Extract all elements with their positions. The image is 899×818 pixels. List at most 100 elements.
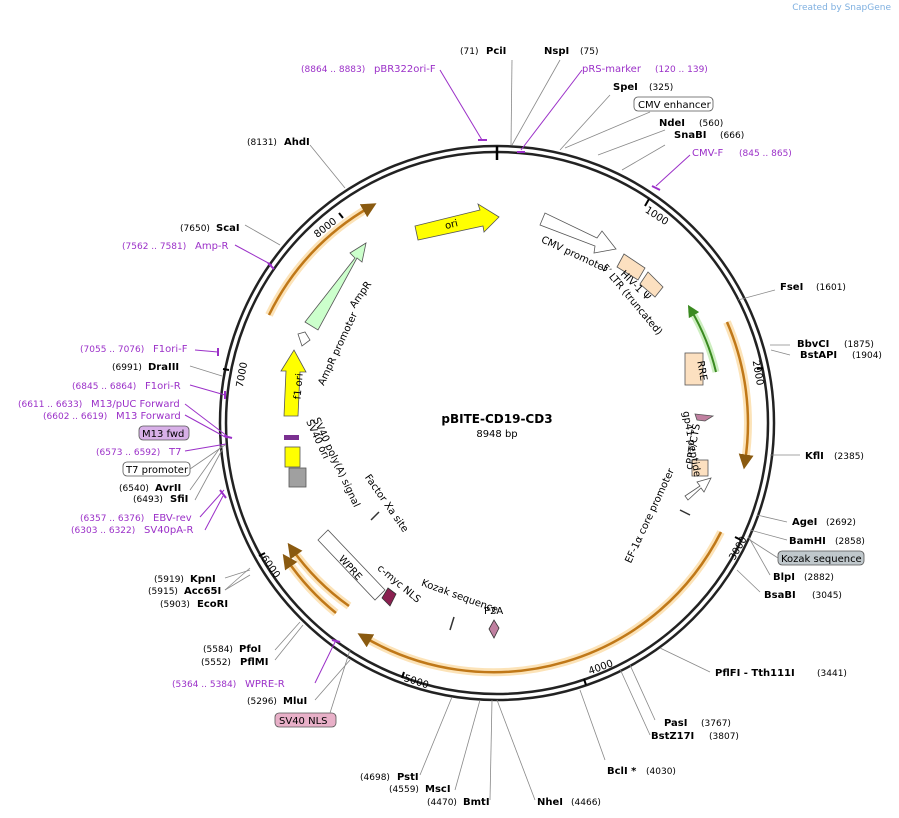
kozak-sequence-box: Kozak sequence (781, 554, 862, 565)
site-pos-nspi: (75) (580, 47, 598, 57)
f1-ori-label: f1 ori (292, 373, 305, 400)
plasmid-size: 8948 bp (476, 429, 517, 440)
primer-wpre-r: WPRE-R (245, 679, 285, 690)
ef1a-arrow (684, 477, 712, 501)
tick-2000: 2000 (750, 359, 765, 386)
cmv-promoter-arrow (539, 212, 617, 254)
site-pflfi-tth111i: PflFI - Tth111I (715, 668, 795, 679)
primer-f1ori-f: F1ori-F (153, 344, 188, 355)
site-pos-bstz17i: (3807) (709, 732, 739, 742)
site-psti: PstI (397, 772, 419, 783)
m13-fwd-box: M13 fwd (142, 429, 184, 440)
site-pos-spei: (325) (649, 83, 673, 93)
primer-amp-r: Amp-R (195, 241, 229, 252)
sv40-polya-box (288, 467, 307, 488)
primer-pos-sv40pa-r: (6303 .. 6322) (71, 526, 135, 536)
site-pos-snabi: (666) (720, 131, 744, 141)
ampr-promoter-arrow (297, 331, 311, 347)
site-nspi: NspI (544, 46, 569, 57)
tick-1000: 1000 (643, 205, 670, 228)
primer-f1ori-r: F1ori-R (145, 381, 181, 392)
site-pos-sfii: (6493) (133, 495, 163, 505)
ef1a-label: EF-1α core promoter (623, 466, 677, 565)
cmyc-nls-label: c-myc NLS (375, 563, 423, 605)
primer-pos-f1ori-f: (7055 .. 7076) (80, 345, 144, 355)
site-pos-ecori: (5903) (160, 600, 190, 610)
t7-promoter-box: T7 promoter (125, 465, 189, 476)
site-draiii: DraIII (148, 362, 179, 373)
site-pos-kfli: (2385) (834, 452, 864, 462)
site-ecori: EcoRI (197, 599, 228, 610)
site-pos-bcli: (4030) (646, 767, 676, 777)
site-pos-mlui: (5296) (247, 697, 277, 707)
ampr-arrow (304, 242, 367, 331)
site-msci: MscI (425, 784, 451, 795)
site-bmti: BmtI (463, 797, 490, 808)
primer-sv40pa-r: SV40pA-R (144, 525, 193, 536)
site-bcli: BclI * (607, 766, 637, 777)
credit-brand: SnapGene (844, 3, 891, 13)
site-bamhi: BamHI (789, 536, 826, 547)
site-pos-pcii: (71) (460, 47, 478, 57)
plasmid-name: pBITE-CD19-CD3 (441, 412, 552, 426)
site-labels: (71) PciI NspI (75) SpeI (325) NdeI (560… (112, 46, 882, 808)
primer-pos-pbr322ori-f: (8864 .. 8883) (301, 65, 365, 75)
site-kpni: KpnI (190, 574, 216, 585)
site-blpi: BlpI (773, 572, 795, 583)
primer-pos-cmv-f: (845 .. 865) (739, 149, 792, 159)
boxed-features: CMV enhancer M13 fwd T7 promoter Kozak s… (122, 96, 865, 728)
primer-pos-prs-marker: (120 .. 139) (655, 65, 708, 75)
site-pos-bbvci: (1875) (844, 340, 874, 350)
tick-3000: 3000 (727, 535, 749, 563)
f1-ori-arrow (280, 349, 307, 417)
primer-pbr322ori-f: pBR322ori-F (374, 64, 436, 75)
primer-t7: T7 (168, 447, 181, 458)
p2a-label: P2A (484, 606, 503, 617)
site-pos-blpi: (2882) (804, 573, 834, 583)
site-spei: SpeI (613, 82, 638, 93)
site-pos-agei: (2692) (826, 518, 856, 528)
primer-pos-f1ori-r: (6845 .. 6864) (72, 382, 136, 392)
site-bstz17i: BstZ17I (651, 731, 694, 742)
rre-box (684, 352, 704, 386)
p2a-box (488, 619, 500, 639)
site-pos-pflfi: (3441) (817, 669, 847, 679)
site-acc65i: Acc65I (184, 586, 221, 597)
site-pflmi: PflMI (240, 657, 268, 668)
primer-pos-m13puc-forward: (6611 .. 6633) (18, 400, 82, 410)
gp41-box (694, 413, 715, 422)
site-agei: AgeI (792, 517, 817, 528)
site-pos-kpni: (5919) (154, 575, 184, 585)
site-bsabi: BsaBI (764, 590, 796, 601)
factor-xa-label: Factor Xa site (362, 473, 410, 535)
site-bstapi: BstAPI (800, 350, 837, 361)
site-leaders (189, 59, 800, 801)
primer-pos-t7: (6573 .. 6592) (96, 448, 160, 458)
site-pos-psti: (4698) (360, 773, 390, 783)
site-kfli: KflI (805, 451, 824, 462)
site-bbvci: BbvCI (797, 339, 829, 350)
site-pos-fsei: (1601) (816, 283, 846, 293)
primer-pos-m13-forward: (6602 .. 6619) (43, 412, 107, 422)
hiv-box (639, 271, 664, 298)
number-ticks: 1000 2000 3000 4000 5000 6000 7000 8000 (222, 198, 765, 691)
site-mlui: MluI (283, 696, 307, 707)
primer-leaders (184, 69, 691, 684)
site-pos-nhei: (4466) (571, 798, 601, 808)
primer-cmv-f: CMV-F (692, 148, 723, 159)
site-avrii: AvrII (155, 483, 181, 494)
cppt-box (691, 459, 709, 477)
wpre-box (317, 529, 386, 601)
primer-pos-wpre-r: (5364 .. 5384) (172, 680, 236, 690)
site-pos-acc65i: (5915) (148, 587, 178, 597)
orf-arcs (265, 203, 754, 677)
site-pos-pfoi: (5584) (203, 645, 233, 655)
t7-marker (284, 435, 299, 440)
tick-7000: 7000 (235, 361, 250, 388)
primer-labels: (8864 .. 8883) pBR322ori-F pRS-marker (1… (18, 64, 792, 690)
site-pos-ndei: (560) (699, 119, 723, 129)
site-pos-bsabi: (3045) (812, 591, 842, 601)
site-pfoi: PfoI (239, 644, 261, 655)
site-pos-bstapi: (1904) (852, 351, 882, 361)
